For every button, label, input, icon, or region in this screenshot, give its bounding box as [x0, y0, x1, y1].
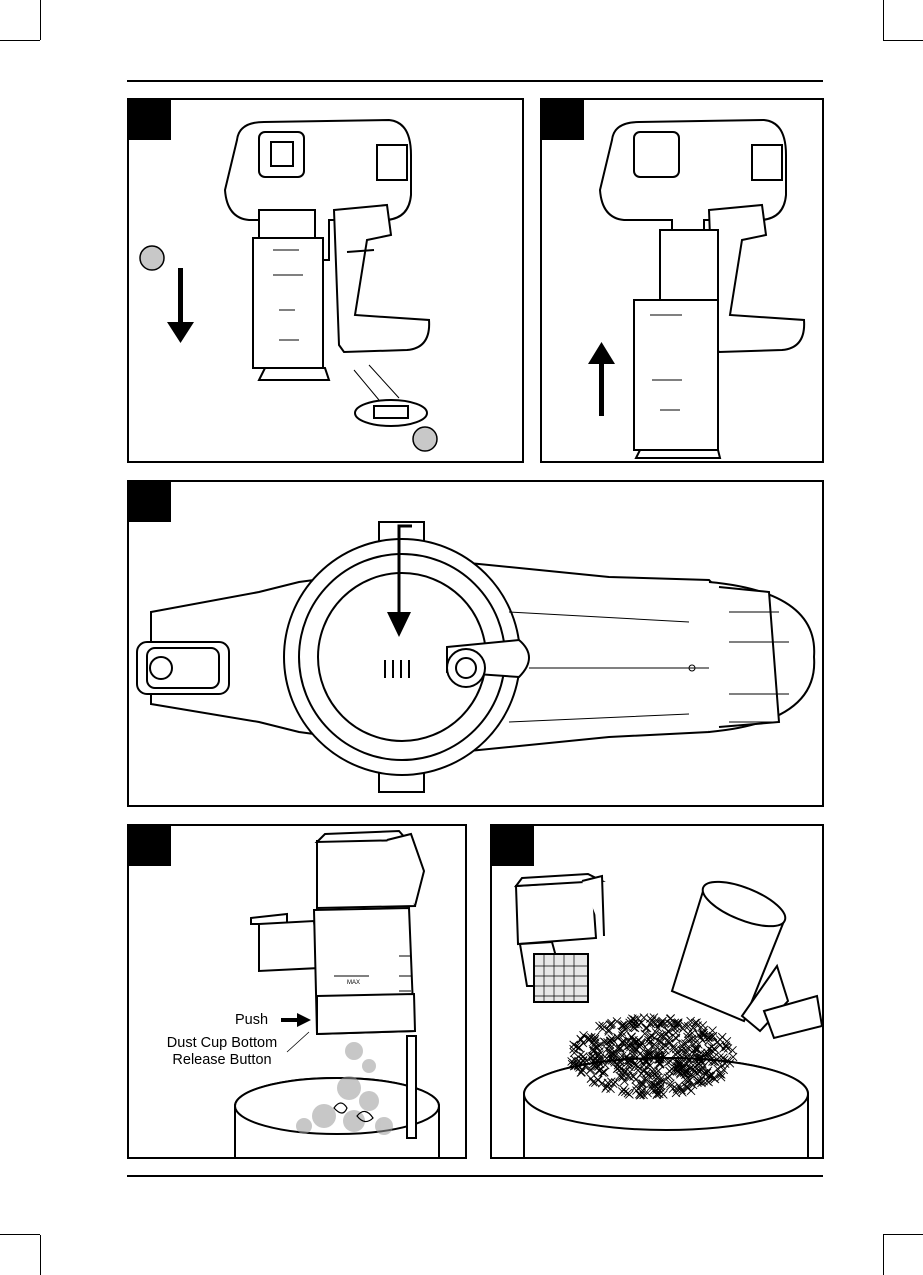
down-arrow-icon [167, 268, 194, 343]
emptying-dust-illustration [492, 826, 824, 1159]
crop-mark [40, 0, 41, 40]
figure-1-panel [127, 98, 524, 463]
crop-mark [40, 1235, 41, 1275]
max-mark: MAX [347, 980, 360, 986]
step-marker-icon [140, 246, 164, 270]
crop-mark [883, 1234, 923, 1235]
release-label-line1: Dust Cup Bottom [157, 1035, 287, 1052]
step-marker-icon [413, 427, 437, 451]
push-label: Push [235, 1012, 268, 1029]
figure-2-panel [540, 98, 824, 463]
vacuum-attach-illustration [542, 100, 824, 463]
crop-mark [883, 40, 923, 41]
footer-rule [127, 1175, 823, 1177]
up-arrow-icon [588, 342, 615, 416]
figure-3-panel [127, 480, 824, 807]
vacuum-top-view-illustration [129, 482, 824, 807]
figure-5-panel [490, 824, 824, 1159]
figure-4-panel: MAX Push Dust Cup Bottom Release Button [127, 824, 467, 1159]
push-arrow-icon [281, 1013, 311, 1027]
dust-cup [253, 238, 323, 368]
header-rule [127, 80, 823, 82]
crop-mark [883, 1235, 884, 1275]
vacuum-detach-illustration [129, 100, 524, 463]
crop-mark [883, 0, 884, 40]
release-button-label: Dust Cup Bottom Release Button [157, 1035, 287, 1069]
release-label-line2: Release Button [157, 1052, 287, 1069]
dust-cup [634, 300, 718, 450]
dust-cup-release-illustration: MAX [129, 826, 467, 1159]
crop-mark [0, 40, 40, 41]
crop-mark [0, 1234, 40, 1235]
